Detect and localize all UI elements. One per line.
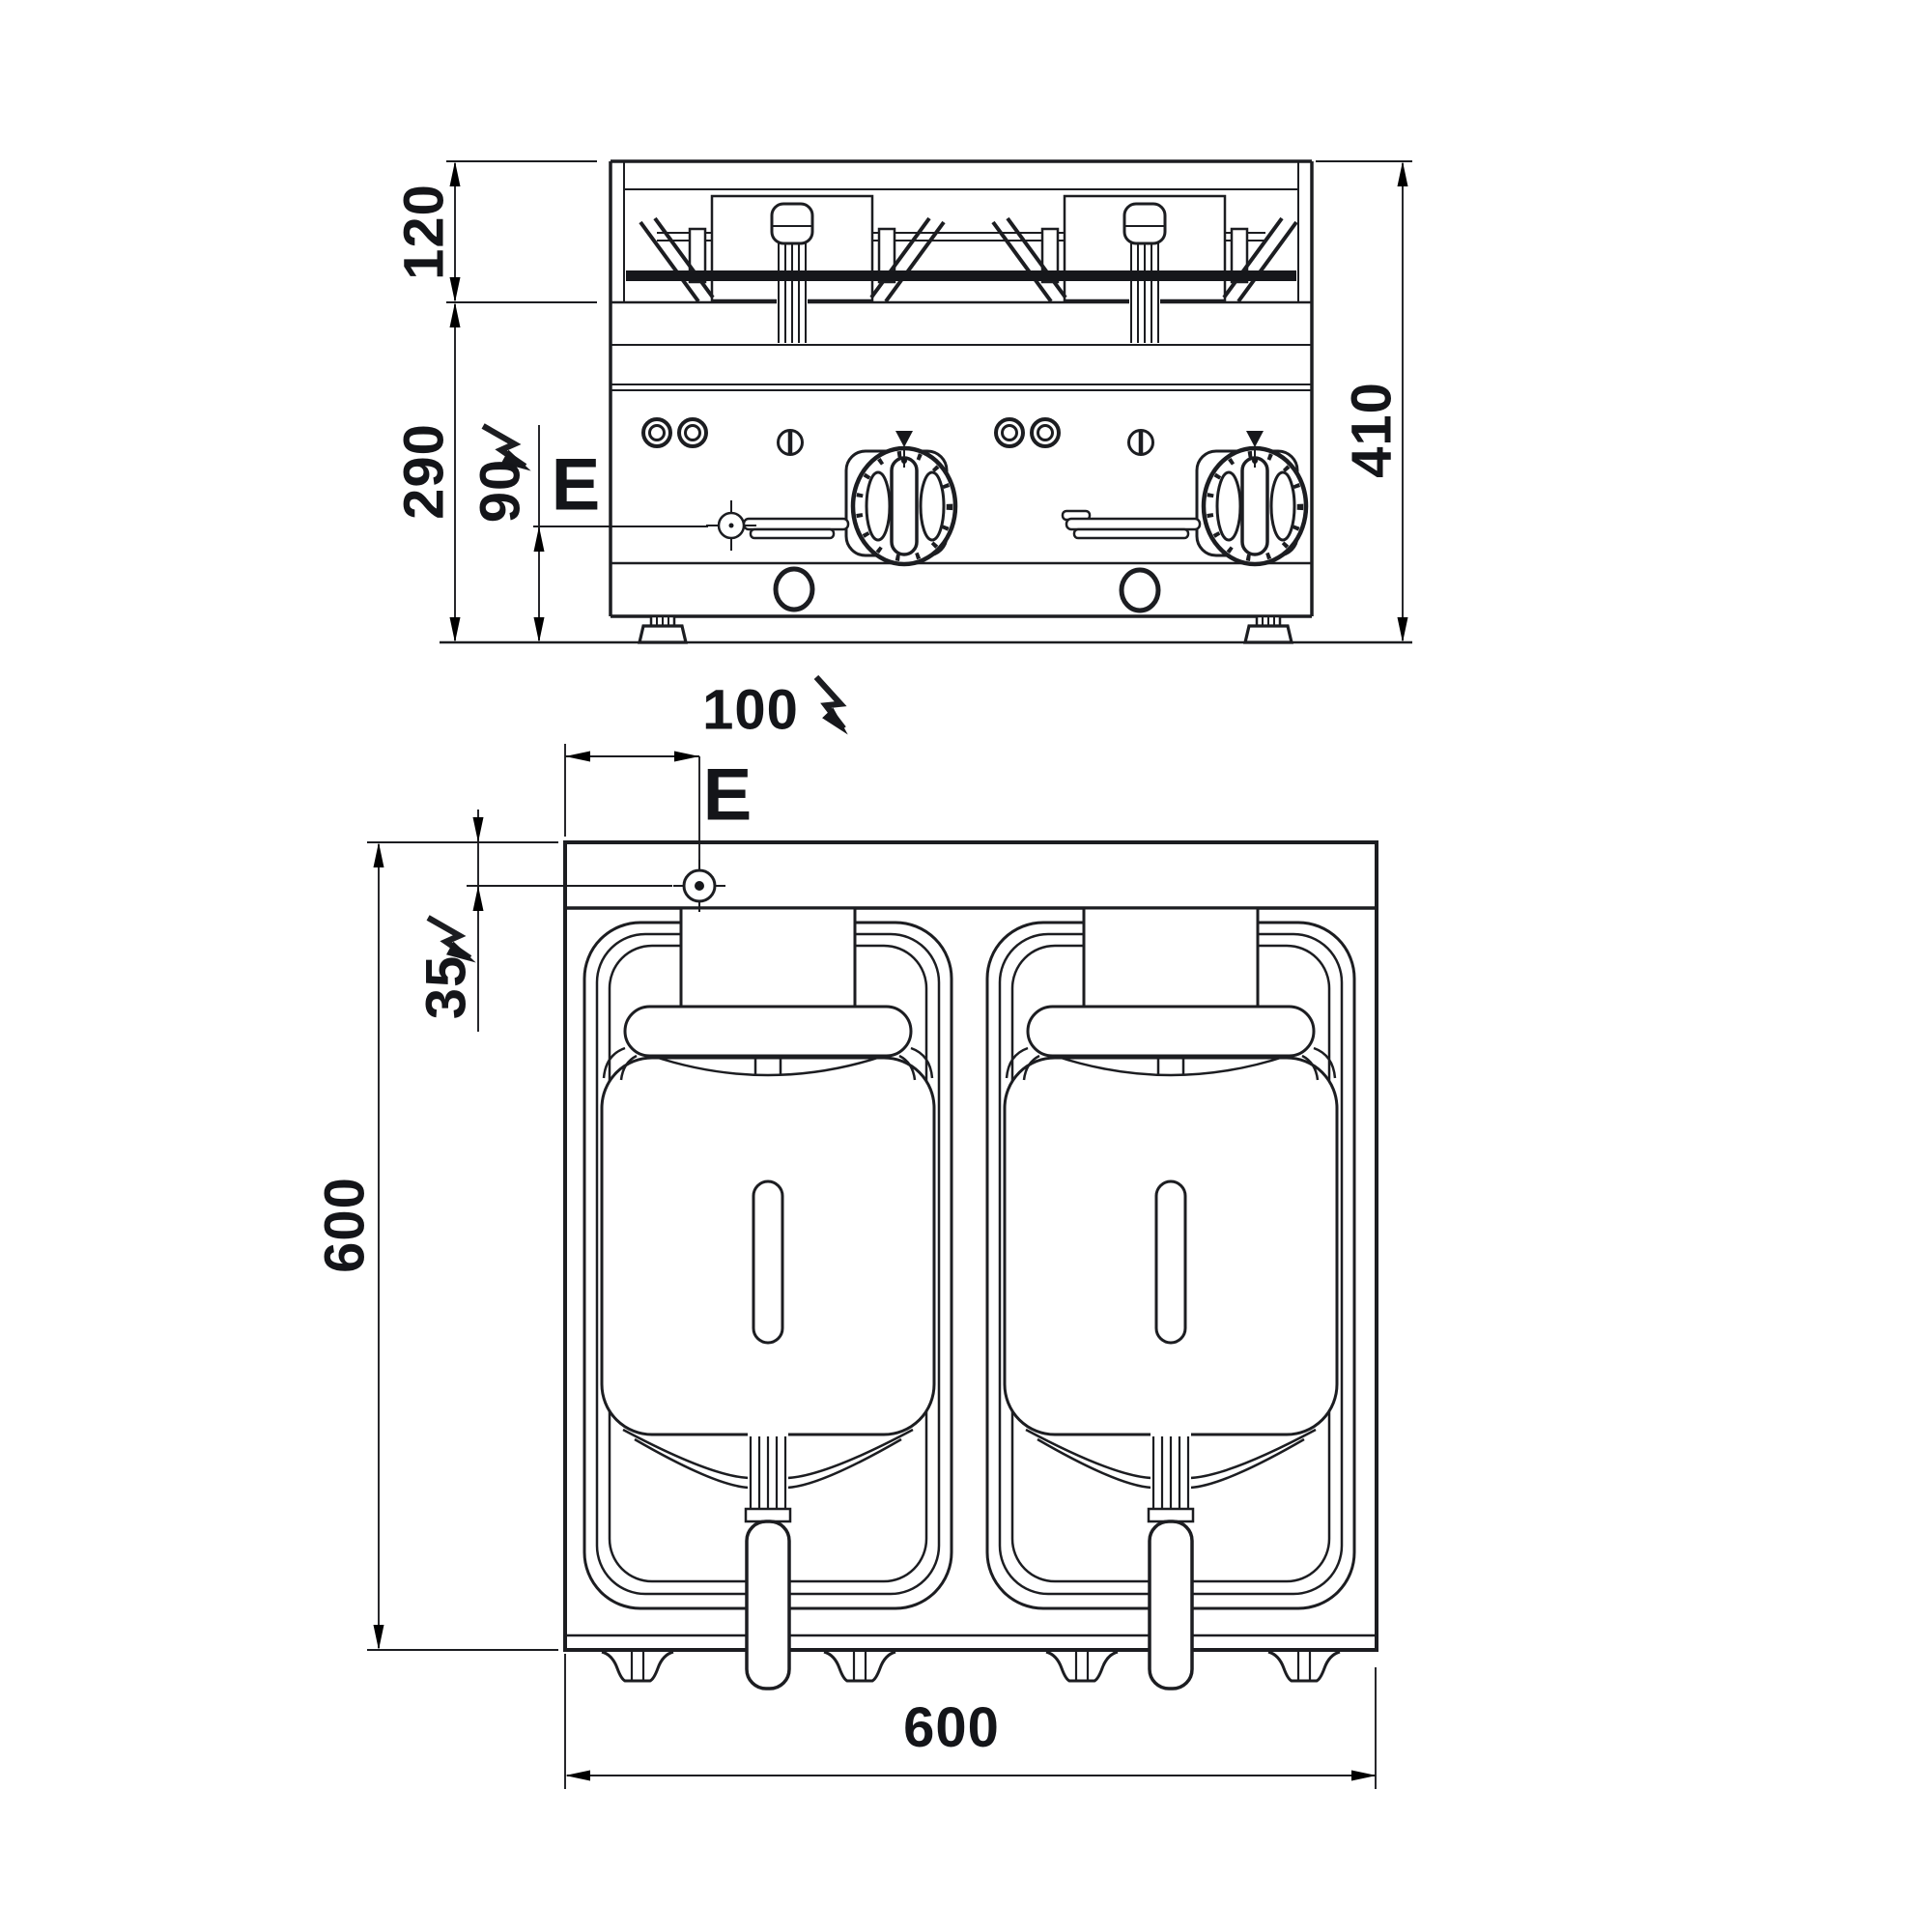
fryer-well-right — [985, 906, 1356, 1690]
screw-icon — [1129, 431, 1153, 455]
dim-35-label: 35 — [414, 955, 477, 1020]
fryer-basket-front-right — [991, 194, 1298, 345]
indicator-light-icon — [641, 417, 672, 448]
drain-outlet-left — [773, 566, 815, 612]
dim-600-width: 600 — [564, 1654, 1377, 1789]
drain-lever-left — [742, 517, 850, 540]
dim-290-label: 290 — [392, 423, 455, 520]
foot-plan — [1266, 1650, 1342, 1683]
dim-600-depth-label: 600 — [313, 1177, 376, 1273]
drain-lever-right — [1061, 509, 1202, 540]
electric-label-top: E — [703, 754, 753, 837]
dim-120-label: 120 — [392, 184, 455, 280]
dim-410-label: 410 — [1340, 382, 1403, 478]
fryer-basket-front-left — [639, 194, 946, 345]
front-view-dimensions: 120 290 90 E 410 — [392, 160, 1412, 644]
thermostat-knob-left — [846, 431, 955, 564]
foot-front-right — [1243, 614, 1293, 644]
screw-icon — [779, 431, 803, 455]
dim-410: 410 — [1340, 161, 1408, 642]
indicator-light-icon — [1030, 417, 1061, 448]
foot-front-left — [638, 614, 688, 644]
front-body-outline — [609, 159, 1314, 618]
foot-plan — [1044, 1650, 1120, 1683]
dim-100-electric: 100 E — [564, 677, 863, 868]
crosshair-icon — [706, 500, 756, 551]
dim-120: 120 — [392, 161, 461, 302]
fryer-well-left — [582, 906, 953, 1690]
basket-support-bar — [626, 270, 1296, 281]
top-view — [563, 840, 1378, 1690]
front-view — [609, 159, 1314, 644]
dim-100-label: 100 — [702, 678, 799, 741]
indicator-light-icon — [677, 417, 708, 448]
thermostat-knob-right — [1197, 431, 1306, 564]
dim-600-depth: 600 — [313, 842, 558, 1651]
dim-290: 290 — [392, 302, 461, 642]
foot-plan — [822, 1650, 897, 1683]
dim-90-label: 90 — [469, 459, 531, 524]
dim-35-electric: 35 — [367, 810, 672, 1032]
lightning-bolt-icon — [803, 677, 863, 735]
dim-90-electric: 90 E — [469, 425, 708, 642]
foot-plan — [600, 1650, 675, 1683]
drain-outlet-right — [1119, 567, 1161, 613]
indicator-light-icon — [994, 417, 1025, 448]
electric-label-front: E — [552, 444, 601, 526]
dim-600-width-label: 600 — [903, 1696, 1000, 1759]
control-panel — [641, 417, 1306, 613]
top-view-dimensions: 100 E 35 600 600 — [313, 677, 1377, 1789]
